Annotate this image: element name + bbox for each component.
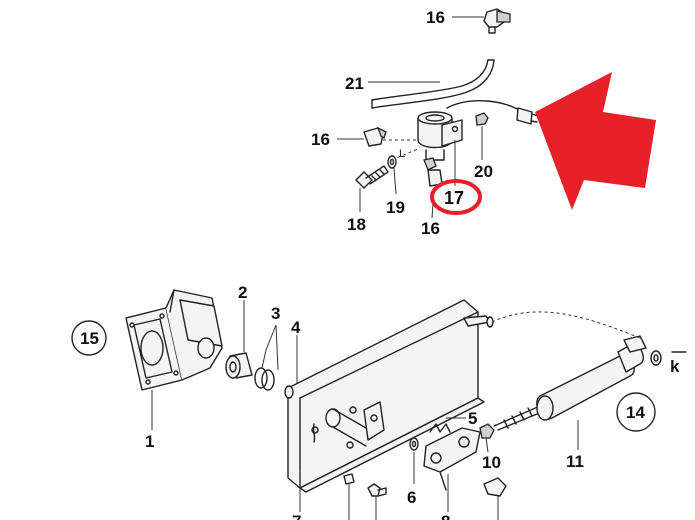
part-20-nut [475,112,489,160]
label-16-top: 16 [426,8,445,27]
part-3-rings [254,324,279,391]
red-pointer-arrow [535,72,656,210]
part-right-washer [650,350,687,366]
label-11: 11 [566,452,584,471]
part-6-washer [409,437,419,484]
label-14: 14 [626,403,645,422]
label-19: 19 [386,198,405,217]
label-18: 18 [347,215,366,234]
part-1-flange-housing [125,289,223,430]
part-16-left-fitting [337,126,418,147]
part-bolts-lower [343,473,507,520]
label-10: 10 [482,453,501,472]
highlight-circle-17 [430,179,482,215]
part-16-top-fitting [452,8,511,34]
label-16-bottom: 16 [421,219,440,238]
callout-15 [71,320,107,356]
label-6: 6 [407,488,416,507]
label-4: 4 [291,318,301,337]
part-5-clip [429,417,466,433]
part-21-hose [368,59,495,109]
main-mounting-plate [284,299,494,493]
label-16-left: 16 [311,130,330,149]
callout-14 [616,392,656,432]
label-15: 15 [80,329,99,348]
label-1: 1 [145,432,154,451]
assembly-mark: L [399,148,405,160]
label-2: 2 [238,283,247,302]
label-7: 7 [292,512,301,520]
part-8-clevis [423,427,481,512]
label-20: 20 [474,162,493,181]
part-10-nut [479,423,495,453]
label-8: 8 [441,512,450,520]
label-21: 21 [345,74,364,93]
label-right-edge: k [670,357,680,376]
label-5: 5 [468,409,477,428]
part-11-actuator [491,311,647,450]
part-2-bushing [225,300,253,379]
label-3: 3 [271,304,280,323]
part-17-solenoid [417,100,539,186]
part-18-bolt [355,165,389,212]
assembly-line [391,147,421,161]
label-17: 17 [444,188,464,208]
part-19-washer [387,155,397,195]
